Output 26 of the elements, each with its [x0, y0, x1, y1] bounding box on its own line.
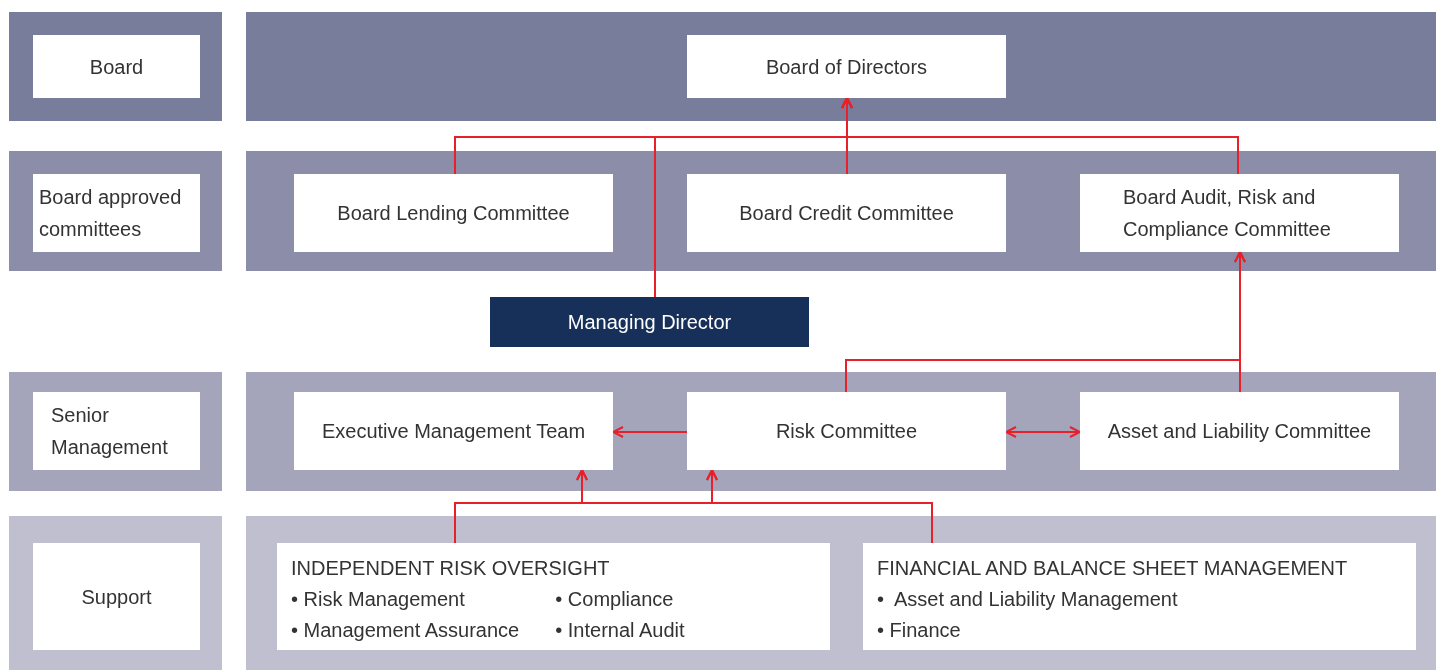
- bullet-item: • Compliance: [555, 587, 675, 612]
- org-box: Board: [33, 35, 200, 98]
- org-box: Senior Management: [33, 392, 200, 470]
- box-heading: FINANCIAL AND BALANCE SHEET MANAGEMENT: [877, 556, 1349, 581]
- org-box: Asset and Liability Committee: [1080, 392, 1399, 470]
- org-box: Board of Directors: [687, 35, 1006, 98]
- bullet-item: • Asset and Liability Management: [877, 587, 1178, 612]
- org-box: Board Audit, Risk and Compliance Committee: [1080, 174, 1399, 252]
- arrow: [654, 97, 853, 298]
- arrow: [1005, 426, 1081, 438]
- director-box: Managing Director: [490, 297, 809, 347]
- box-heading: INDEPENDENT RISK OVERSIGHT: [291, 556, 611, 581]
- org-box: Board Lending Committee: [294, 174, 613, 252]
- arrow: [1234, 251, 1246, 393]
- bullet-item: • Finance: [877, 618, 962, 643]
- bullet-item: • Risk Management: [291, 587, 466, 612]
- org-box: Board Credit Committee: [687, 174, 1006, 252]
- org-box: Support: [33, 543, 200, 650]
- bullet-item: • Internal Audit: [555, 618, 685, 643]
- org-box: Risk Committee: [687, 392, 1006, 470]
- support-panel: [277, 543, 830, 650]
- org-box: Executive Management Team: [294, 392, 613, 470]
- org-box: Board approved committees: [33, 174, 200, 252]
- arrow: [612, 426, 688, 438]
- bullet-item: • Management Assurance: [291, 618, 520, 643]
- support-panel: [863, 543, 1416, 650]
